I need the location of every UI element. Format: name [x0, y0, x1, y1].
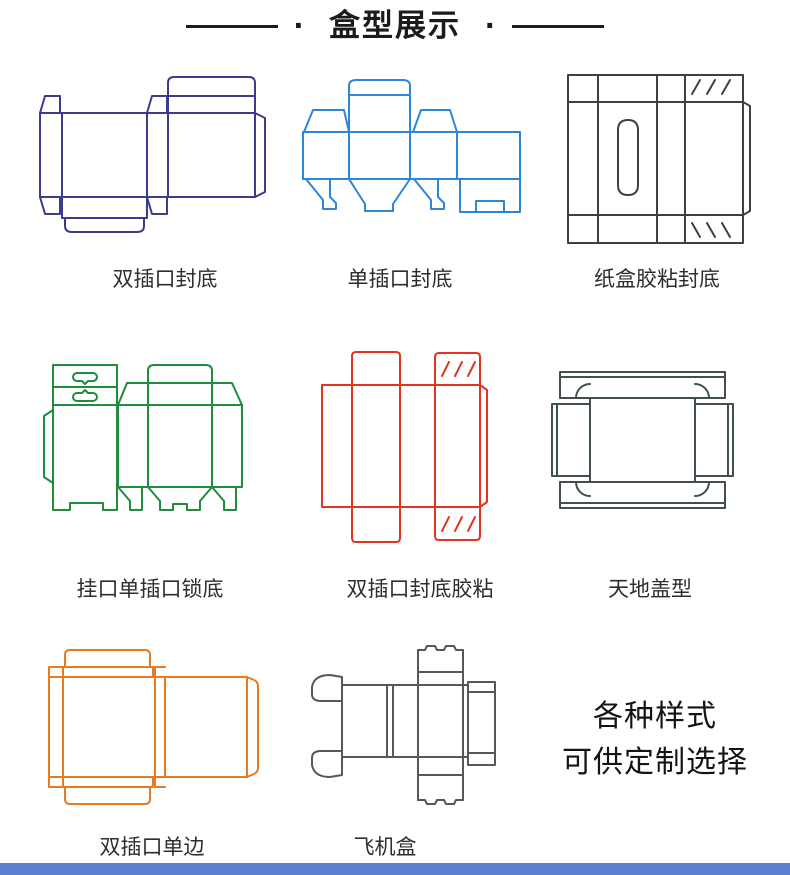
- dieline-single-insert-seal-bottom: [302, 79, 521, 213]
- promo-text: 各种样式 可供定制选择: [515, 694, 790, 786]
- dieline-hang-tab-lock-bottom: [43, 364, 243, 511]
- title-rule-left: [185, 24, 278, 28]
- dieline-double-insert-single-side: [48, 649, 259, 805]
- dieline-double-insert-seal-bottom: [39, 76, 266, 233]
- dieline-glued-bottom-carton: [567, 74, 751, 244]
- title-rule-right: [512, 24, 605, 28]
- box-type-label: 天地盖型: [608, 578, 692, 601]
- dieline-lid-and-base: [551, 371, 734, 509]
- box-type-label: 飞机盒: [353, 836, 417, 859]
- box-type-label: 双插口封底胶粘: [346, 578, 494, 601]
- dieline-double-insert-glued: [321, 351, 488, 543]
- box-type-label: 双插口单边: [99, 836, 205, 859]
- box-type-label: 纸盒胶粘封底: [594, 268, 720, 291]
- box-type-label: 双插口封底: [112, 268, 218, 291]
- promo-line-1: 各种样式: [593, 700, 717, 733]
- page-title: 盒型展示: [329, 8, 461, 43]
- dieline-airplane-box: [311, 645, 496, 805]
- promo-line-2: 可供定制选择: [562, 746, 748, 779]
- box-type-label: 挂口单插口锁底: [76, 578, 224, 601]
- box-type-label: 单插口封底: [347, 268, 453, 291]
- title-dot-right: ·: [485, 7, 497, 45]
- title-dot-left: ·: [293, 7, 305, 45]
- footer-bar: [0, 863, 790, 875]
- page-header: · 盒型展示 ·: [0, 4, 790, 48]
